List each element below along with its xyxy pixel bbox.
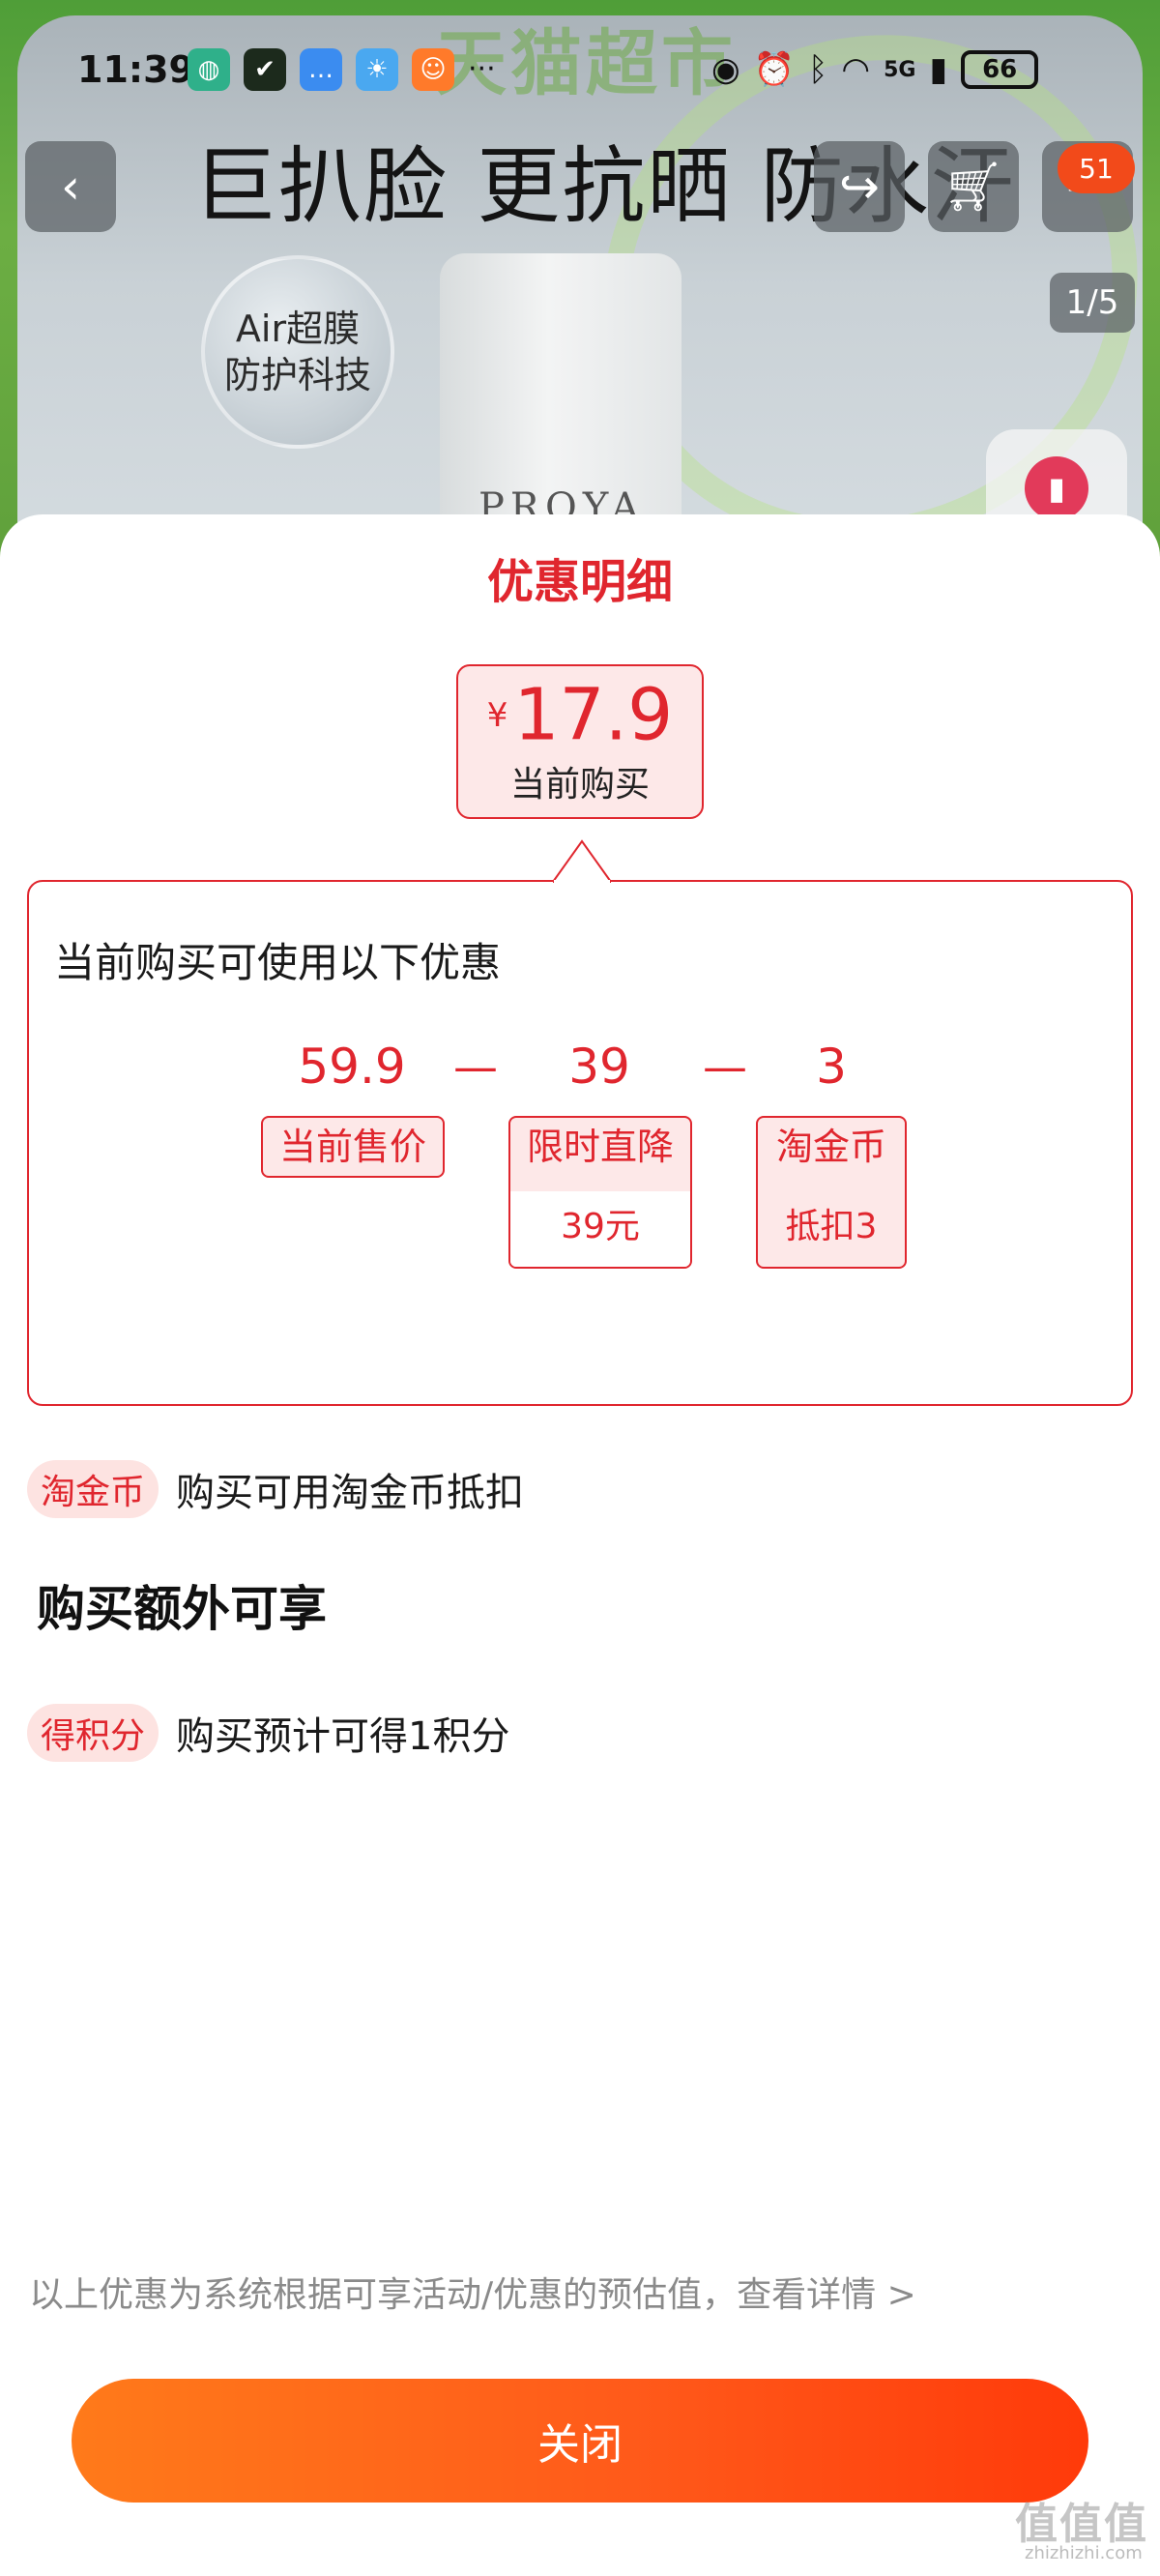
- taojinbi-perk-row: 淘金币 购买可用淘金币抵扣: [27, 1460, 524, 1518]
- taojinbi-perk-text: 购买可用淘金币抵扣: [176, 1471, 525, 1515]
- cart-count-badge: 51: [1058, 143, 1135, 193]
- status-indicators: ◉ ⏰ ᛒ ◠ 5G ▮ 66: [711, 50, 1039, 89]
- taojinbi-pill: 淘金币: [27, 1460, 160, 1518]
- points-perk-row: 得积分 购买预计可得1积分: [27, 1704, 509, 1762]
- points-perk-text: 购买预计可得1积分: [176, 1714, 510, 1759]
- back-button[interactable]: ‹: [25, 141, 116, 232]
- minus-sign-2: —: [703, 1040, 747, 1093]
- sheet-title: 优惠明细: [486, 555, 673, 609]
- discount-detail-sheet: 优惠明细 ¥17.9 当前购买 当前购买可使用以下优惠 59.9 — 39 — …: [0, 514, 1160, 2576]
- breakdown-heading: 当前购买可使用以下优惠: [54, 939, 502, 986]
- tech-badge-line1: Air超膜: [235, 307, 361, 350]
- pointer-triangle: [553, 839, 611, 884]
- close-button[interactable]: 关闭: [72, 2379, 1088, 2503]
- more-notifications-icon: ···: [468, 52, 496, 86]
- battery-indicator: 66: [961, 50, 1039, 89]
- discount-breakdown-box: 当前购买可使用以下优惠 59.9 — 39 — 3 当前售价 限时直降 39元 …: [27, 880, 1133, 1406]
- sale-price-tag: 当前售价: [261, 1116, 445, 1178]
- site-watermark-url: zhizhizhi.com: [1025, 2543, 1143, 2563]
- price-currency: ¥: [486, 695, 508, 735]
- coin-discount-tag-label: 淘金币: [775, 1126, 886, 1168]
- current-price: ¥17.9: [458, 676, 702, 754]
- current-price-box: ¥17.9 当前购买: [456, 664, 704, 819]
- mi-home-icon: ◍: [188, 48, 230, 91]
- price-label: 当前购买: [509, 764, 650, 805]
- coin-discount-tag-sub: 抵扣3: [785, 1207, 878, 1246]
- flash-discount-tag: 限时直降 39元: [508, 1116, 692, 1269]
- bar-chart-icon: ▮: [1025, 456, 1088, 520]
- coin-discount-tag: 淘金币 抵扣3: [756, 1116, 907, 1269]
- tech-badge-line2: 防护科技: [223, 354, 371, 396]
- network-label: 5G: [884, 57, 916, 82]
- status-time: 11:39: [77, 48, 194, 91]
- flash-discount-value: 39: [568, 1039, 630, 1095]
- site-watermark: 值值值: [1015, 2500, 1148, 2549]
- sale-price-tag-label: 当前售价: [278, 1126, 426, 1168]
- message-icon: …: [300, 48, 342, 91]
- brand-watermark: 天猫超市: [435, 22, 737, 105]
- product-gallery[interactable]: 天猫超市 巨扒脸 更抗晒 防水汗 Air超膜 防护科技 PROYA 11:39 …: [0, 0, 1160, 580]
- status-bar: 11:39 ◍ ✔ … ☀ ☺ ··· ◉ ⏰ ᛒ ◠ 5G ▮ 66: [0, 41, 1160, 99]
- taobao-icon: ☺: [412, 48, 454, 91]
- points-pill: 得积分: [27, 1704, 160, 1762]
- coin-discount-value: 3: [816, 1039, 847, 1095]
- shield-icon: ✔: [244, 48, 286, 91]
- share-icon: ↪: [839, 159, 880, 215]
- cart-icon: 🛒︎: [942, 158, 1004, 215]
- minus-sign-1: —: [453, 1040, 498, 1093]
- flash-discount-tag-label: 限时直降: [526, 1126, 674, 1168]
- alarm-icon: ⏰: [753, 50, 796, 89]
- flash-discount-tag-sub: 39元: [510, 1191, 690, 1267]
- disclaimer-link[interactable]: 以上优惠为系统根据可享活动/优惠的预估值，查看详情 >: [29, 2275, 916, 2315]
- eye-icon: ◉: [711, 50, 740, 89]
- extra-benefits-title: 购买额外可享: [37, 1581, 327, 1637]
- chevron-left-icon: ‹: [61, 159, 80, 215]
- weather-icon: ☀: [356, 48, 398, 91]
- cart-button[interactable]: 🛒︎: [928, 141, 1019, 232]
- battery-level: 66: [982, 55, 1018, 84]
- gallery-page-indicator: 1/5: [1050, 273, 1135, 333]
- sale-price-value: 59.9: [298, 1039, 406, 1095]
- wifi-icon: ◠: [841, 50, 871, 89]
- share-button[interactable]: ↪: [814, 141, 905, 232]
- signal-icon: ▮: [929, 50, 948, 89]
- price-value: 17.9: [513, 673, 674, 757]
- bluetooth-icon: ᛒ: [808, 50, 828, 89]
- tech-badge: Air超膜 防护科技: [201, 255, 394, 449]
- status-app-icons: ◍ ✔ … ☀ ☺ ···: [188, 48, 496, 91]
